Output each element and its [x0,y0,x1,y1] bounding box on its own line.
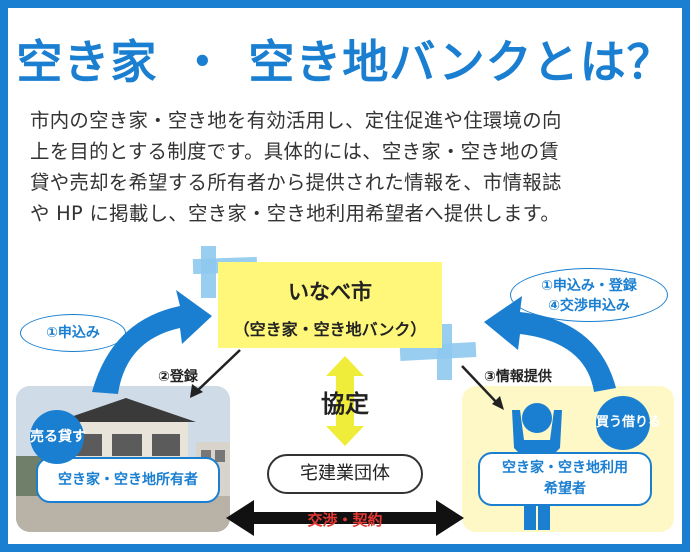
applicant-label-line2: 希望者 [480,479,650,500]
realestate-label: 宅建業団体 [300,463,390,484]
tape-left-v [201,246,216,298]
register-label: ②登録 [158,366,198,386]
apply-right-label-2: ④交渉申込み [511,295,667,315]
agreement-label: 協定 [300,384,390,419]
apply-left-label: ①申込み [46,325,100,341]
applicant-label-box: 空き家・空き地利用 希望者 [478,452,652,506]
city-box: いなべ市 （空き家・空き地バンク） [218,262,442,348]
realestate-box: 宅建業団体 [267,454,423,494]
sell-lend-text: 売る貸す [30,429,86,445]
info-label: ③情報提供 [484,366,552,386]
apply-oval-left: ①申込み [20,314,126,352]
apply-right-label-1: ①申込み・登録 [511,275,667,295]
apply-oval-right: ①申込み・登録 ④交渉申込み [510,268,668,322]
city-subtitle: （空き家・空き地バンク） [218,316,442,340]
deal-label: 交渉・契約 [280,509,410,530]
city-name: いなべ市 [218,276,442,306]
buy-borrow-badge: 買う借りる [596,396,650,450]
register-arrow [196,350,240,392]
applicant-label-line1: 空き家・空き地利用 [480,458,650,479]
sell-lend-badge: 売る貸す [30,410,84,464]
buy-borrow-text: 買う借りる [596,415,661,430]
